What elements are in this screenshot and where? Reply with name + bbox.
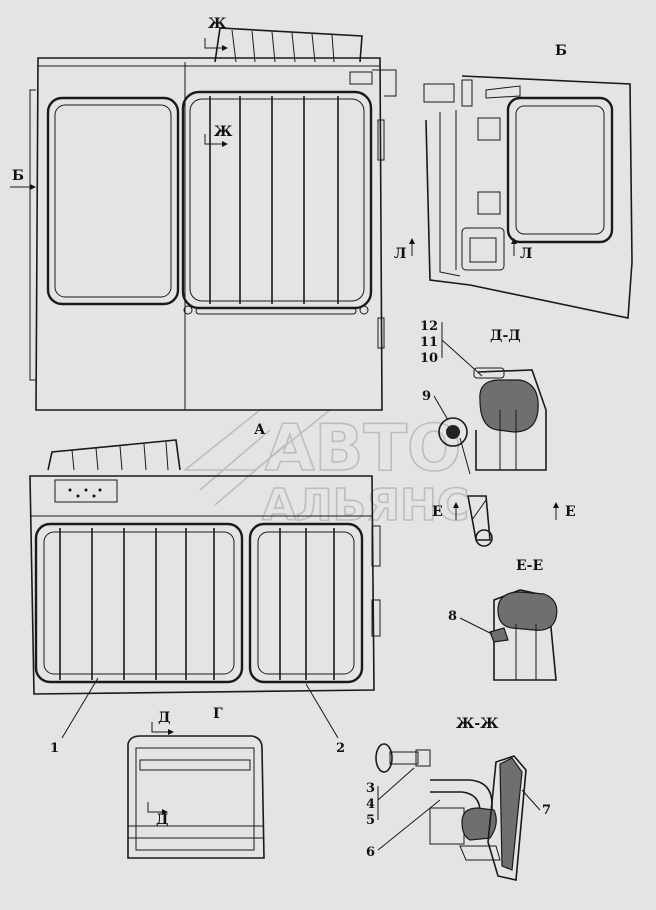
callout-8: 8	[448, 609, 493, 635]
section-label-dd: Д-Д	[490, 328, 521, 344]
section-ee-drawing	[489, 589, 558, 681]
label-d_top: Д	[158, 710, 170, 726]
section-zhzh-drawing	[375, 743, 527, 881]
view-label-b: Б	[555, 43, 567, 59]
callout-9: 9	[422, 389, 449, 421]
watermark-line1: АВТО	[265, 412, 461, 486]
label-c11: 11	[420, 335, 438, 350]
view-g-drawing	[127, 735, 265, 859]
section-marker-e-right: Е	[553, 502, 576, 520]
callout-2: 2	[305, 683, 345, 756]
label-c4: 4	[366, 797, 375, 812]
callout-7: 7	[521, 789, 551, 818]
callout-6: 6	[366, 799, 441, 860]
section-marker-d-bottom: Д	[147, 802, 168, 828]
label-c12: 12	[420, 319, 438, 334]
callout-1: 1	[50, 677, 99, 756]
cab-front-view	[29, 439, 381, 695]
section-dd-drawing	[438, 367, 547, 475]
label-c10: 10	[420, 351, 438, 366]
label-c6: 6	[366, 845, 375, 860]
label-c9: 9	[422, 389, 431, 404]
view-label-g: Г	[213, 706, 223, 722]
section-label-ee: Е-Е	[516, 558, 543, 574]
section-marker-l-left: Л	[394, 238, 415, 262]
section-marker-zh-mid: Ж	[204, 124, 233, 147]
label-c3: 3	[366, 781, 375, 796]
hinge-bracket-drawing	[467, 495, 493, 547]
section-marker-l-right: Л	[511, 238, 532, 262]
callout-3-4-5: 3 4 5	[366, 767, 415, 828]
label-d_bottom: Д	[156, 812, 168, 828]
label-l_left: Л	[394, 246, 406, 262]
label-e_left: Е	[432, 504, 443, 520]
cab-side-view	[29, 27, 397, 411]
label-e_right: Е	[565, 504, 576, 520]
label-zh_top: Ж	[208, 16, 227, 32]
view-label-a: А	[254, 422, 266, 438]
view-b-drawing	[423, 75, 633, 319]
watermark-logo: АВТО АЛЬЯНС	[182, 409, 470, 532]
label-c8: 8	[448, 609, 457, 624]
section-label-zhzh: Ж-Ж	[456, 716, 499, 732]
label-zh_mid: Ж	[214, 124, 233, 140]
label-c5: 5	[366, 813, 375, 828]
callout-10-11-12: 12 11 10	[420, 319, 483, 377]
label-l_right: Л	[520, 246, 532, 262]
section-marker-e-left: Е	[432, 502, 459, 520]
section-marker-d-top: Д	[151, 710, 174, 735]
section-marker-zh-top: Ж	[204, 16, 228, 51]
label-b_left: Б	[12, 168, 24, 184]
view-arrow-b: Б	[10, 168, 36, 190]
label-c1: 1	[50, 741, 59, 756]
label-c7: 7	[542, 803, 551, 818]
label-c2: 2	[336, 741, 345, 756]
